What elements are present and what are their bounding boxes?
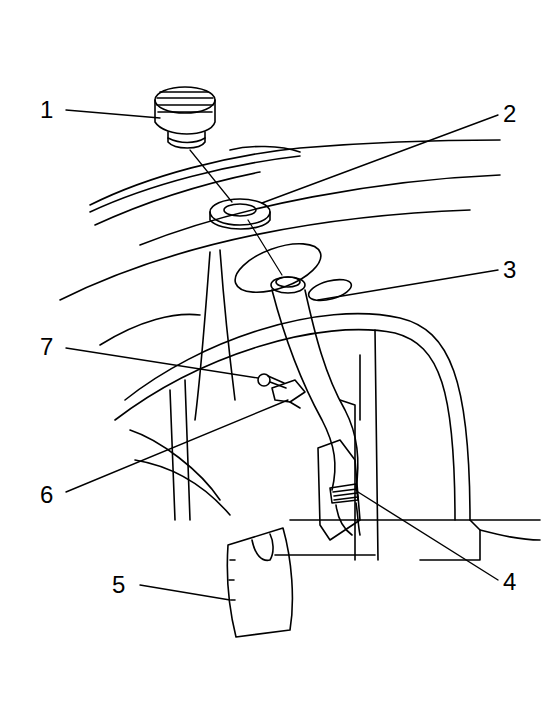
callout-number: 1 [40,98,53,122]
callout-number: 4 [503,570,516,594]
callout-number: 2 [503,102,516,126]
callout-number: 5 [112,573,125,597]
callout-number: 3 [503,258,516,282]
callout-number: 7 [40,335,53,359]
callout-number: 6 [40,483,53,507]
